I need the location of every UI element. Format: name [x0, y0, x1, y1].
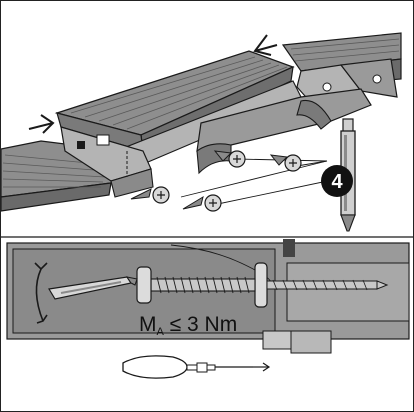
torque-subscript: A [157, 326, 165, 338]
section-screw [136, 262, 389, 308]
screwdriver-icon [122, 355, 253, 379]
front-clip [60, 126, 154, 198]
dark-spacer [283, 239, 295, 257]
section-illustration: MA ≤ 3 Nm [6, 239, 410, 379]
step-number: 4 [331, 171, 343, 193]
torque-symbol: M [139, 313, 157, 336]
top-illustration: 4 [1, 32, 402, 232]
insert-arrow-icon [253, 362, 271, 372]
screw-4 [182, 194, 222, 212]
screw-2 [269, 154, 302, 172]
press-arrow-left-icon [28, 114, 55, 134]
screw-guides [180, 158, 338, 206]
rotation-arrow-icon [34, 262, 48, 324]
screw-3 [130, 186, 170, 204]
section-bit-icon [48, 276, 138, 300]
press-arrow-right-icon [253, 34, 278, 56]
torque-label: MA ≤ 3 Nm [139, 313, 237, 338]
step-badge: 4 [321, 165, 353, 197]
torque-value: ≤ 3 Nm [164, 313, 237, 336]
screw-1 [213, 150, 246, 168]
